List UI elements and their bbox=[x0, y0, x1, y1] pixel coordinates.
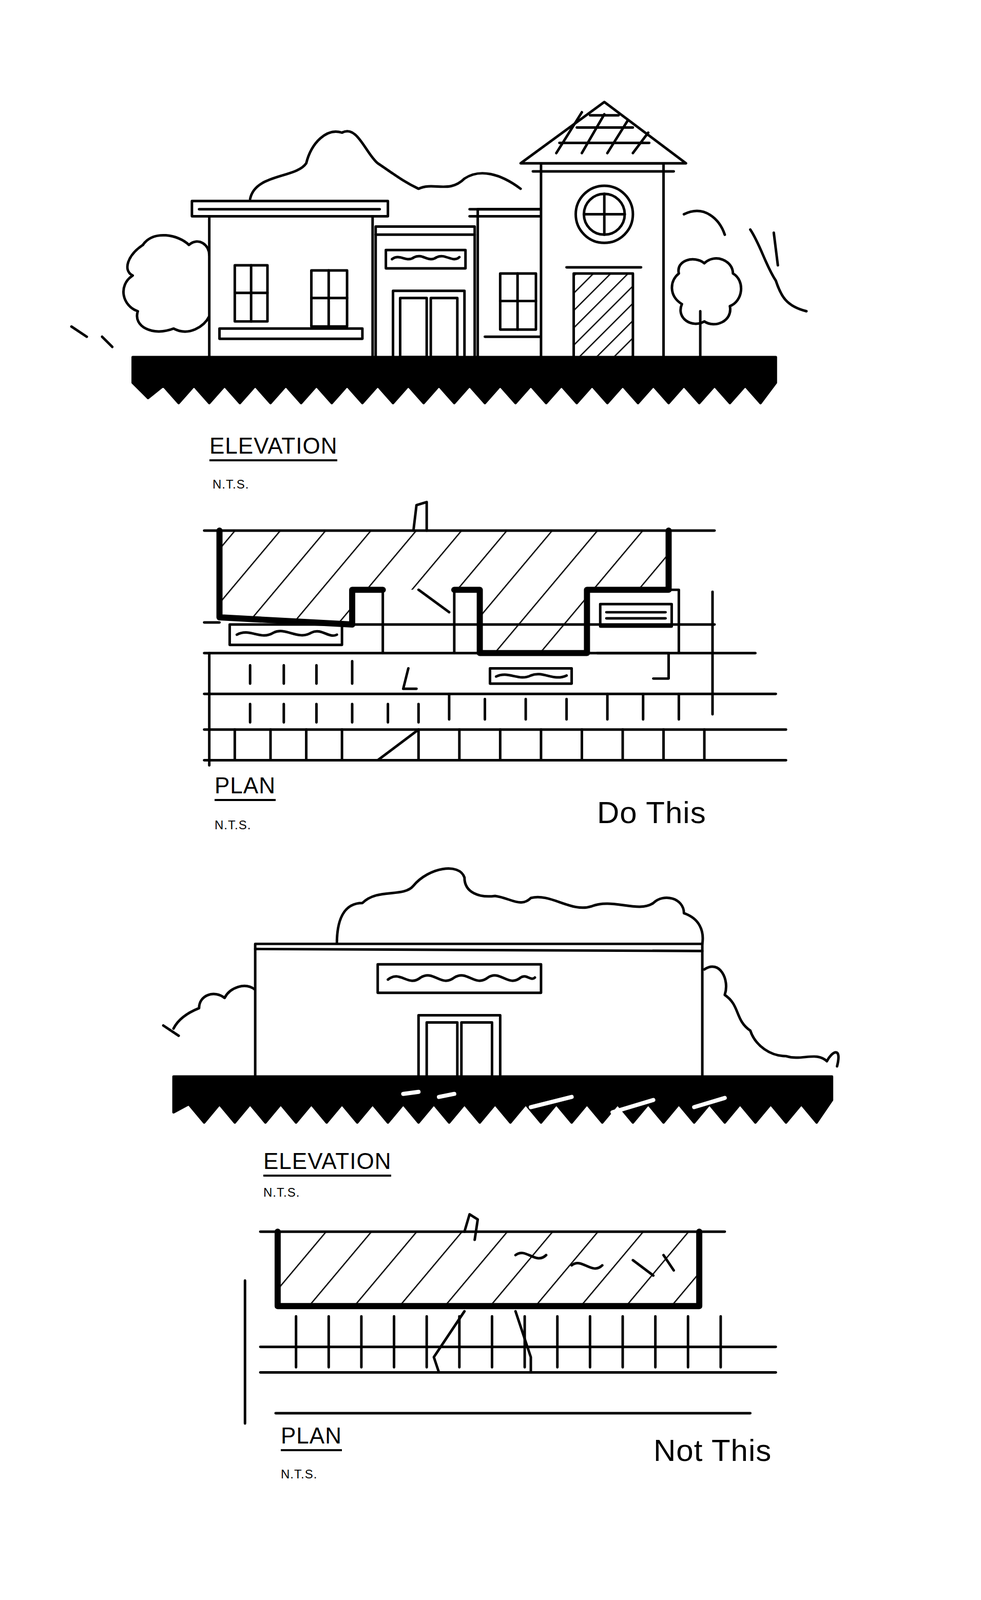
scale-note: N.T.S. bbox=[214, 818, 252, 833]
elevation-good bbox=[71, 102, 807, 404]
plan-bad bbox=[244, 1214, 776, 1425]
elevation-bad bbox=[163, 869, 839, 1124]
view-title: PLAN bbox=[214, 773, 276, 802]
guideline-verdict: Not This bbox=[653, 1434, 772, 1469]
scale-note: N.T.S. bbox=[263, 1186, 300, 1200]
scale-note: N.T.S. bbox=[280, 1468, 318, 1482]
view-title: ELEVATION bbox=[263, 1149, 392, 1178]
view-title: PLAN bbox=[280, 1424, 342, 1452]
guideline-verdict: Do This bbox=[597, 796, 707, 831]
view-title: ELEVATION bbox=[209, 433, 338, 462]
scale-note: N.T.S. bbox=[212, 477, 249, 492]
plan-good bbox=[204, 502, 786, 766]
